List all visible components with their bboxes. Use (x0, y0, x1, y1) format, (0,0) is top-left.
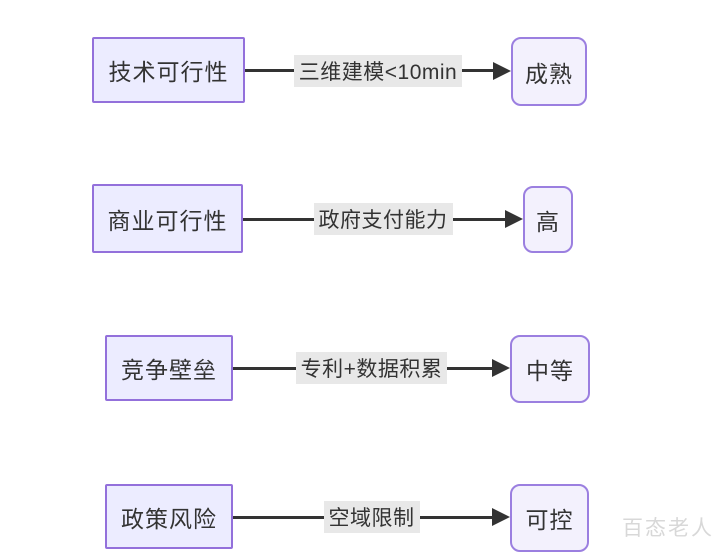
factor-label: 技术可行性 (108, 59, 229, 85)
factor-node-technical-feasibility: 技术可行性 (92, 37, 245, 103)
factor-label: 商业可行性 (107, 207, 228, 234)
edge-label: 专利+数据积累 (295, 352, 448, 384)
arrowhead-icon (493, 62, 511, 80)
factor-node-competitive-barrier: 竞争壁垒 (105, 335, 233, 401)
result-node-medium: 中等 (510, 335, 590, 403)
edge-label: 政府支付能力 (313, 203, 453, 235)
arrowhead-icon (492, 359, 510, 377)
watermark: 百态老人 (622, 517, 714, 540)
arrowhead-icon (492, 508, 510, 526)
edge-label-wrap: 三维建模<10min (245, 55, 511, 87)
edge-label: 空域限制 (323, 501, 420, 533)
edge-label-wrap: 专利+数据积累 (233, 352, 510, 384)
factor-label: 竞争壁垒 (121, 357, 217, 383)
result-node-mature: 成熟 (511, 37, 587, 106)
edge-label-wrap: 政府支付能力 (243, 203, 523, 235)
edge-label-wrap: 空域限制 (233, 501, 510, 533)
result-label: 可控 (525, 507, 574, 533)
result-node-controllable: 可控 (510, 484, 589, 552)
factor-node-policy-risk: 政策风险 (105, 484, 233, 549)
result-label: 成熟 (525, 60, 573, 87)
factor-label: 政策风险 (121, 505, 217, 532)
result-label: 中等 (526, 358, 574, 384)
arrowhead-icon (505, 210, 523, 228)
result-node-high: 高 (523, 186, 573, 253)
factor-node-commercial-feasibility: 商业可行性 (92, 184, 243, 253)
edge-label: 三维建模<10min (293, 55, 463, 87)
result-label: 高 (536, 208, 560, 235)
